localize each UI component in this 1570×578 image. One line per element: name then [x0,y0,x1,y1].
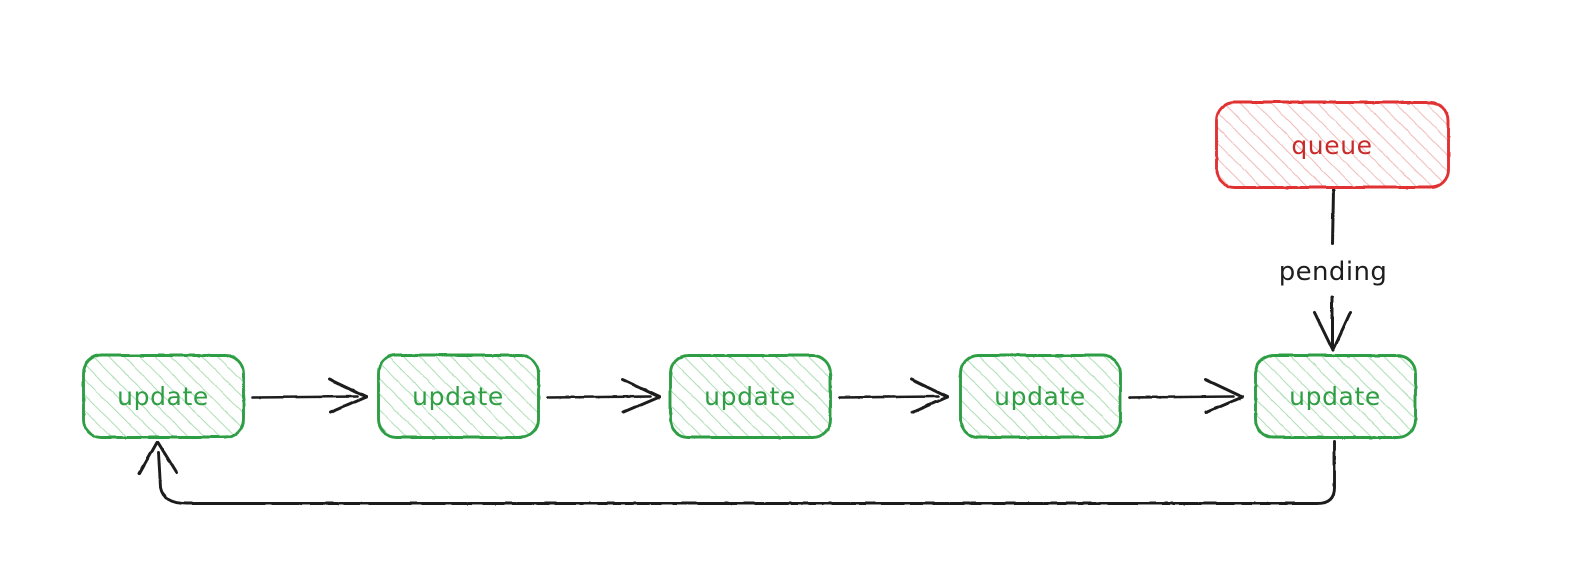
edge-update2-update3 [545,377,661,414]
edge-update5-update1-feedback [137,439,1336,505]
edge-queue-update5 [1312,188,1352,352]
node-update-1[interactable]: update [81,353,245,439]
node-label-update-3: update [704,382,796,411]
node-update-3[interactable]: update [668,353,832,439]
edge-update3-update4 [837,377,949,414]
node-label-update-2: update [412,382,504,411]
edge-label-pending: pending [1279,257,1388,287]
edge-update1-update2 [250,377,368,414]
node-update-4[interactable]: update [958,353,1122,439]
node-label-update-4: update [994,382,1086,411]
node-update-5[interactable]: update [1253,353,1417,439]
node-update-2[interactable]: update [376,353,540,439]
node-label-update-1: update [117,382,209,411]
node-label-update-5: update [1289,382,1381,411]
node-queue[interactable]: queue [1214,100,1450,189]
node-label-queue: queue [1291,131,1372,160]
edge-update4-update5 [1127,377,1244,414]
